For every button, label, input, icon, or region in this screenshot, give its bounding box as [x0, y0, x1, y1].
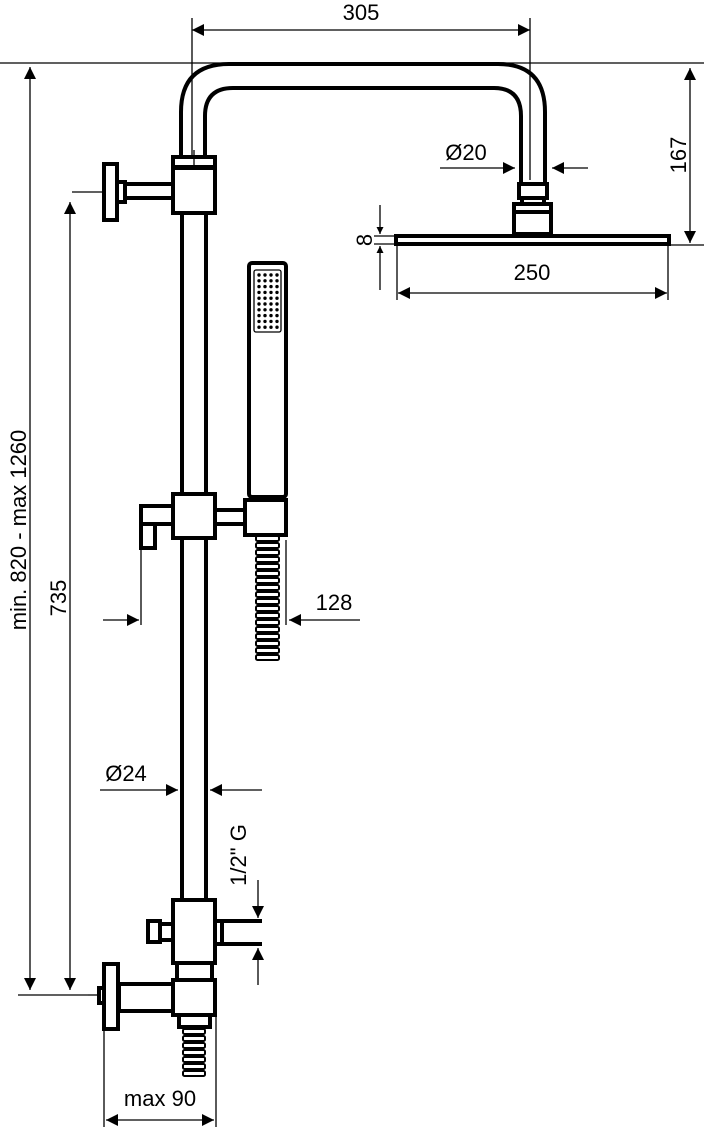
hose-ring	[255, 591, 280, 598]
spray-nozzle	[257, 273, 261, 277]
svg-text:Ø24: Ø24	[105, 761, 147, 786]
dimension-rail-diameter: Ø24	[100, 761, 262, 796]
svg-text:305: 305	[343, 0, 380, 25]
supply-hose	[182, 1028, 206, 1077]
spray-nozzle	[263, 313, 267, 318]
spray-nozzle	[269, 273, 273, 277]
hose-ring	[255, 654, 280, 661]
hose-ring	[255, 556, 280, 563]
spray-nozzle	[263, 302, 267, 306]
spray-nozzle	[275, 273, 279, 277]
hose-ring	[182, 1035, 206, 1042]
svg-text:735: 735	[46, 580, 71, 617]
dimension-head-thickness: 8	[352, 205, 396, 290]
spray-nozzle	[263, 319, 267, 324]
spray-nozzle	[275, 284, 279, 289]
hose-ring	[255, 619, 280, 626]
spray-nozzle	[257, 302, 261, 306]
hose-ring	[182, 1049, 206, 1056]
hose-ring	[255, 535, 280, 542]
spray-nozzle	[257, 308, 261, 312]
spray-nozzle	[275, 313, 279, 318]
spray-nozzle	[263, 296, 267, 300]
spray-nozzle	[275, 325, 279, 329]
spray-nozzle	[269, 296, 273, 300]
spray-nozzle	[257, 284, 261, 289]
hose-ring	[255, 626, 280, 633]
spray-nozzle	[257, 325, 261, 329]
hose-ring	[255, 570, 280, 577]
spray-nozzle	[263, 290, 267, 295]
dimension-arm-width: 305	[191, 0, 531, 180]
spray-nozzle	[263, 284, 267, 289]
spray-nozzle	[275, 302, 279, 306]
hose-ring	[255, 605, 280, 612]
dimension-head-drop: 167	[666, 68, 704, 246]
dimension-rail-height: 735	[46, 202, 76, 990]
spray-nozzle	[257, 296, 261, 300]
hose-ring	[255, 584, 280, 591]
spray-nozzle	[263, 325, 267, 329]
svg-text:128: 128	[316, 590, 353, 615]
shower-rail	[180, 213, 208, 900]
spray-nozzle	[275, 279, 279, 283]
spray-nozzle	[269, 302, 273, 306]
diverter-knob	[72, 150, 217, 222]
spray-nozzle	[275, 308, 279, 312]
hose-ring	[255, 549, 280, 556]
hose-ring	[255, 633, 280, 640]
spray-nozzle	[269, 325, 273, 329]
hose-ring	[255, 598, 280, 605]
spray-nozzle	[269, 308, 273, 312]
spray-nozzle	[275, 319, 279, 324]
hose-ring	[255, 542, 280, 549]
spray-nozzle	[263, 273, 267, 277]
svg-text:167: 167	[666, 137, 691, 174]
dimension-head-width: 250	[396, 246, 669, 300]
spray-nozzle	[269, 279, 273, 283]
dimension-inlet-thread: 1/2" G	[226, 824, 264, 985]
hose-ring	[182, 1056, 206, 1063]
spray-nozzle	[263, 279, 267, 283]
hose-ring	[255, 640, 280, 647]
spray-nozzle	[257, 313, 261, 318]
svg-text:8: 8	[352, 234, 377, 246]
hose-ring	[182, 1063, 206, 1070]
spray-nozzle	[275, 296, 279, 300]
spray-nozzle	[269, 290, 273, 295]
dimension-total-height: min. 820 - max 1260	[6, 67, 88, 996]
dimension-max-depth: max 90	[103, 1015, 217, 1127]
spray-nozzle	[257, 279, 261, 283]
spray-nozzle	[257, 319, 261, 324]
spray-nozzle	[269, 284, 273, 289]
spray-nozzle	[257, 290, 261, 295]
hose-ring	[182, 1028, 206, 1035]
shower-head	[394, 182, 671, 246]
hand-shower	[247, 261, 288, 499]
hand-shower-hose	[255, 535, 280, 661]
svg-text:250: 250	[514, 260, 551, 285]
svg-text:Ø20: Ø20	[445, 140, 487, 165]
spray-nozzle	[263, 308, 267, 312]
dimension-hand-shower-offset: 128	[103, 540, 360, 626]
hose-ring	[255, 577, 280, 584]
overhead-arm	[179, 62, 547, 186]
svg-text:min. 820 - max 1260: min. 820 - max 1260	[6, 430, 31, 631]
dimension-head-connector: Ø20	[440, 140, 588, 174]
svg-text:1/2" G: 1/2" G	[226, 824, 251, 886]
hose-ring	[255, 563, 280, 570]
hose-ring	[255, 612, 280, 619]
spray-nozzle	[275, 290, 279, 295]
mixer-body	[88, 898, 262, 1031]
svg-text:max 90: max 90	[124, 1086, 196, 1111]
spray-nozzle	[269, 313, 273, 318]
hose-ring	[255, 647, 280, 654]
hand-shower-holder	[139, 492, 288, 550]
spray-nozzle	[269, 319, 273, 324]
hose-ring	[182, 1070, 206, 1077]
hose-ring	[182, 1042, 206, 1049]
